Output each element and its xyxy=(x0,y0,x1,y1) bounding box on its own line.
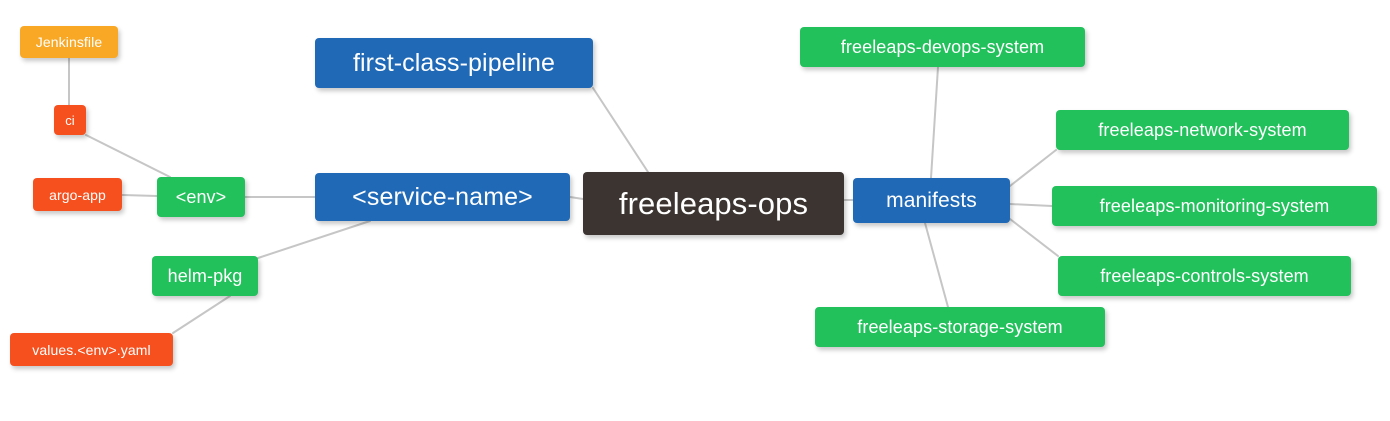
node-label-freeleaps-network-system: freeleaps-network-system xyxy=(1098,120,1307,140)
node-manifests[interactable]: manifests xyxy=(853,178,1010,223)
node-label-argo-app: argo-app xyxy=(49,186,106,203)
node-first-class-pipeline[interactable]: first-class-pipeline xyxy=(315,38,593,88)
node-label-jenkinsfile: Jenkinsfile xyxy=(35,34,103,50)
node-label-freeleaps-monitoring-system: freeleaps-monitoring-system xyxy=(1099,196,1330,216)
edge-ci-to-env xyxy=(85,134,171,178)
node-label-freeleaps-ops: freeleaps-ops xyxy=(618,186,809,221)
node-jenkinsfile[interactable]: Jenkinsfile xyxy=(20,26,118,58)
node-label-env: <env> xyxy=(175,187,227,207)
node-env[interactable]: <env> xyxy=(157,177,245,217)
node-label-manifests: manifests xyxy=(886,189,977,212)
node-freeleaps-network-system[interactable]: freeleaps-network-system xyxy=(1056,110,1349,150)
node-values-env-yaml[interactable]: values.<env>.yaml xyxy=(10,333,173,366)
edge-helm-pkg-to-service-name xyxy=(257,220,371,259)
node-freeleaps-controls-system[interactable]: freeleaps-controls-system xyxy=(1058,256,1351,296)
node-label-values-env-yaml: values.<env>.yaml xyxy=(32,341,151,358)
edge-freeleaps-devops-system-to-manifests xyxy=(930,66,939,179)
edge-freeleaps-storage-system-to-manifests xyxy=(924,222,949,308)
node-freeleaps-ops[interactable]: freeleaps-ops xyxy=(583,172,844,235)
node-helm-pkg[interactable]: helm-pkg xyxy=(152,256,258,296)
node-label-freeleaps-controls-system: freeleaps-controls-system xyxy=(1100,266,1309,286)
node-freeleaps-devops-system[interactable]: freeleaps-devops-system xyxy=(800,27,1085,67)
edge-first-class-pipeline-to-freeleaps-ops xyxy=(592,87,649,173)
edge-service-name-to-freeleaps-ops xyxy=(569,196,584,200)
node-label-freeleaps-storage-system: freeleaps-storage-system xyxy=(857,317,1063,337)
node-label-helm-pkg: helm-pkg xyxy=(167,266,243,286)
edge-freeleaps-network-system-to-manifests xyxy=(1009,149,1057,187)
edge-values-env-yaml-to-helm-pkg xyxy=(172,295,231,334)
node-label-first-class-pipeline: first-class-pipeline xyxy=(352,48,556,77)
node-label-freeleaps-devops-system: freeleaps-devops-system xyxy=(840,37,1045,57)
edge-freeleaps-controls-system-to-manifests xyxy=(1009,218,1059,257)
edge-argo-app-to-env xyxy=(121,194,158,197)
node-label-service-name: <service-name> xyxy=(352,182,533,211)
edge-freeleaps-monitoring-system-to-manifests xyxy=(1009,203,1053,207)
node-service-name[interactable]: <service-name> xyxy=(315,173,570,221)
node-label-ci: ci xyxy=(65,112,75,128)
node-argo-app[interactable]: argo-app xyxy=(33,178,122,211)
node-freeleaps-storage-system[interactable]: freeleaps-storage-system xyxy=(815,307,1105,347)
node-ci[interactable]: ci xyxy=(54,105,86,135)
node-freeleaps-monitoring-system[interactable]: freeleaps-monitoring-system xyxy=(1052,186,1377,226)
